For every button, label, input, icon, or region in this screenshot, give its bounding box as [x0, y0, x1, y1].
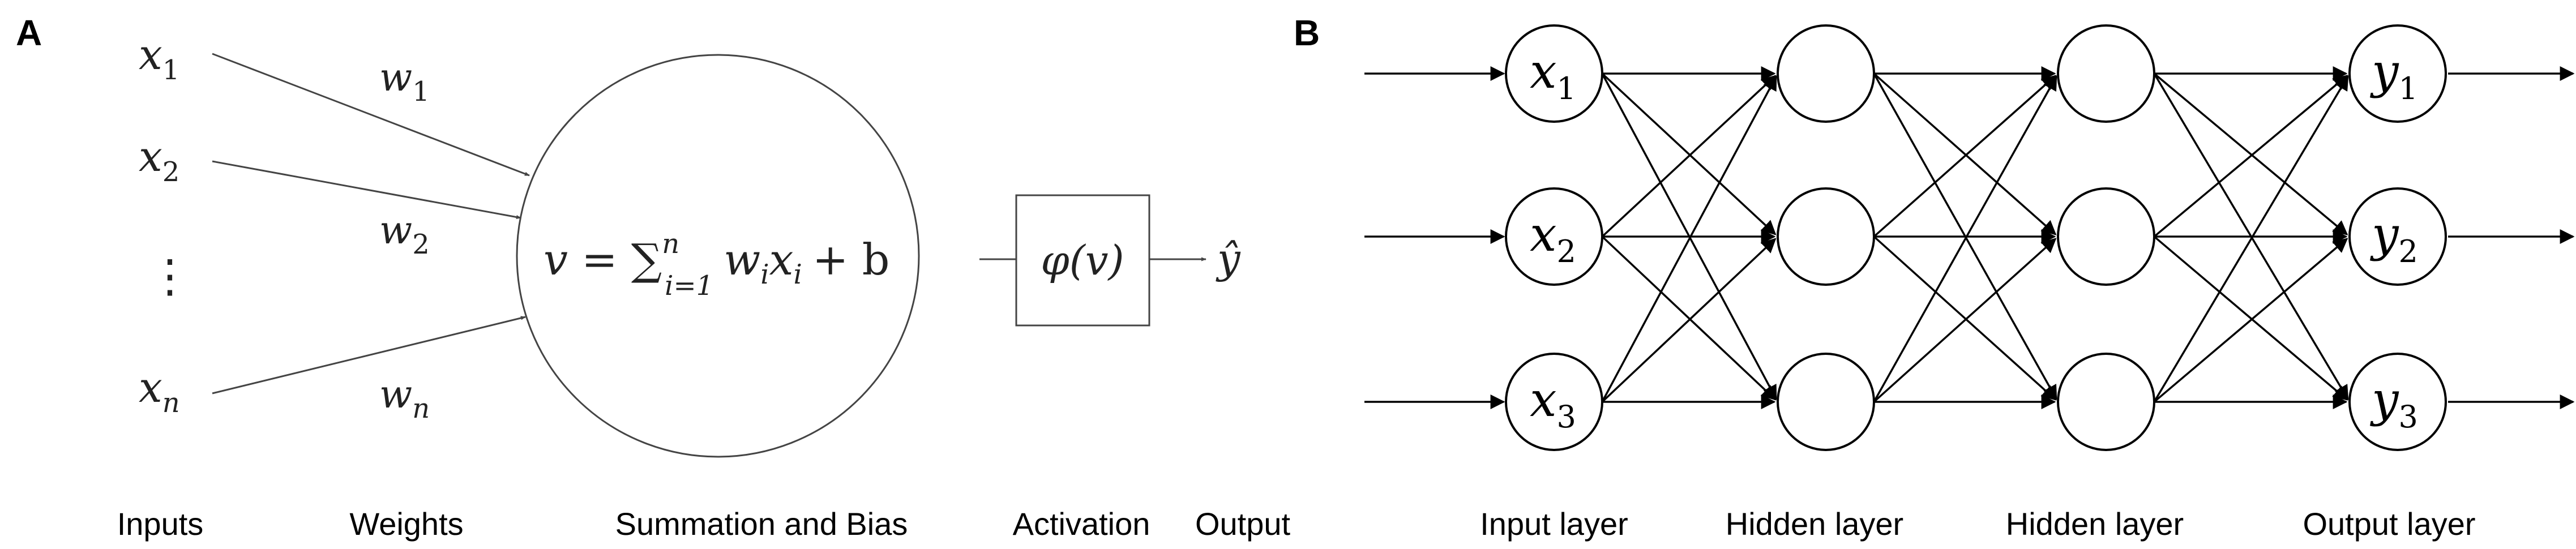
connections [1364, 66, 2575, 409]
input-ellipsis: ⋮ [147, 250, 192, 302]
caption-input-layer: Input layer [1480, 506, 1628, 542]
weight-w2: w2 [379, 208, 430, 260]
caption-summation: Summation and Bias [615, 506, 908, 542]
node-input-3 [1505, 353, 1603, 451]
edge-hidden2-2-to-output-3 [2153, 235, 2348, 401]
node-hidden1-3 [1777, 353, 1875, 451]
caption-weights: Weights [349, 506, 463, 542]
caption-hidden-layer-2: Hidden layer [2006, 506, 2184, 542]
input-x1: x1 [139, 31, 179, 86]
node-label-y2: y2 [2369, 207, 2418, 269]
node-label-x3: x3 [1530, 372, 1576, 435]
edge-hidden1-2-to-hidden2-3 [1873, 235, 2057, 401]
caption-output: Output [1195, 506, 1291, 542]
node-label-y3: y3 [2369, 372, 2418, 435]
edge-input-3-to-hidden1-1 [1601, 75, 1777, 402]
panel-b: B x1 x2 x3 y1 y2 y3 Input layer Hidden l… [1294, 12, 2575, 542]
arrow-xn-to-neuron [212, 316, 526, 394]
node-hidden2-3 [2057, 353, 2155, 451]
activation-box [1015, 194, 1150, 327]
node-output-3 [2348, 353, 2447, 451]
panel-b-label: B [1294, 12, 1320, 53]
output-yhat: ŷ [1216, 235, 1241, 282]
node-output-2 [2348, 187, 2447, 286]
edge-hidden1-1-to-hidden2-2 [1873, 72, 2057, 235]
edge-hidden2-3-to-output-1 [2153, 75, 2349, 402]
edge-hidden2-3-to-output-2 [2153, 238, 2348, 403]
caption-hidden-layer-1: Hidden layer [1726, 506, 1903, 542]
node-hidden1-1 [1777, 24, 1875, 123]
arrow-x1-to-neuron [212, 53, 530, 177]
activation-function: φ(v) [1041, 237, 1124, 284]
edge-input-3-to-hidden1-2 [1601, 238, 1777, 403]
node-label-x1: x1 [1530, 44, 1576, 106]
node-label-y1: y1 [2369, 44, 2418, 106]
weight-w1: w1 [379, 55, 430, 108]
input-xn: xn [139, 363, 180, 419]
edge-hidden2-1-to-output-2 [2153, 72, 2348, 235]
edge-hidden2-2-to-output-1 [2153, 75, 2348, 238]
edge-hidden1-3-to-hidden2-1 [1873, 75, 2057, 402]
node-hidden2-2 [2057, 187, 2155, 286]
edge-input-2-to-hidden1-1 [1601, 75, 1777, 238]
node-input-2 [1505, 187, 1603, 286]
edge-input-2-to-hidden1-3 [1601, 235, 1777, 401]
node-hidden1-2 [1777, 187, 1875, 286]
edge-input-1-to-hidden1-2 [1601, 72, 1777, 235]
node-input-1 [1505, 24, 1603, 123]
panel-a-label: A [16, 12, 42, 53]
caption-output-layer: Output layer [2303, 506, 2475, 542]
edge-hidden1-3-to-hidden2-2 [1873, 238, 2057, 403]
node-output-1 [2348, 24, 2447, 123]
arrow-x2-to-neuron [212, 160, 521, 220]
caption-activation: Activation [1013, 506, 1150, 542]
weight-wn: wn [379, 372, 430, 424]
edge-hidden1-2-to-hidden2-1 [1873, 75, 2057, 238]
input-x2: x2 [139, 132, 179, 188]
neuron-circle [516, 54, 920, 458]
node-label-x2: x2 [1530, 207, 1576, 269]
node-hidden2-1 [2057, 24, 2155, 123]
nodes [1505, 24, 2447, 451]
caption-inputs: Inputs [117, 506, 204, 542]
